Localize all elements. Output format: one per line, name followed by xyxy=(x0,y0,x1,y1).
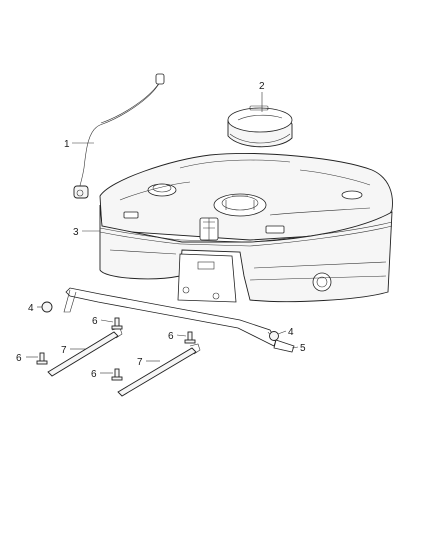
strap-right-part xyxy=(117,343,201,397)
callout-5: 5 xyxy=(300,343,306,354)
callout-6-c: 6 xyxy=(16,353,22,364)
nut-right-part xyxy=(269,331,279,341)
callout-7-a: 7 xyxy=(61,345,67,356)
strap-left-part xyxy=(47,327,123,377)
nut-left-part xyxy=(41,301,53,313)
callout-1: 1 xyxy=(64,139,70,150)
bolt-c-part xyxy=(36,352,48,365)
bolt-a-part xyxy=(111,317,123,330)
fuel-cap-part xyxy=(227,105,293,148)
fuel-tank-part xyxy=(99,153,393,303)
leader-lines xyxy=(26,92,299,374)
callout-4-right: 4 xyxy=(288,327,294,338)
callout-2: 2 xyxy=(259,81,265,92)
callout-6-b: 6 xyxy=(168,331,174,342)
callout-7-b: 7 xyxy=(137,357,143,368)
bolt-b-part xyxy=(184,331,196,344)
callout-6-d: 6 xyxy=(91,369,97,380)
filler-tube-part xyxy=(73,73,165,199)
tank-strap-part xyxy=(63,287,295,353)
callout-4-left: 4 xyxy=(28,303,34,314)
callout-3: 3 xyxy=(73,227,79,238)
bolt-d-part xyxy=(111,368,123,381)
callout-6-a: 6 xyxy=(92,316,98,327)
